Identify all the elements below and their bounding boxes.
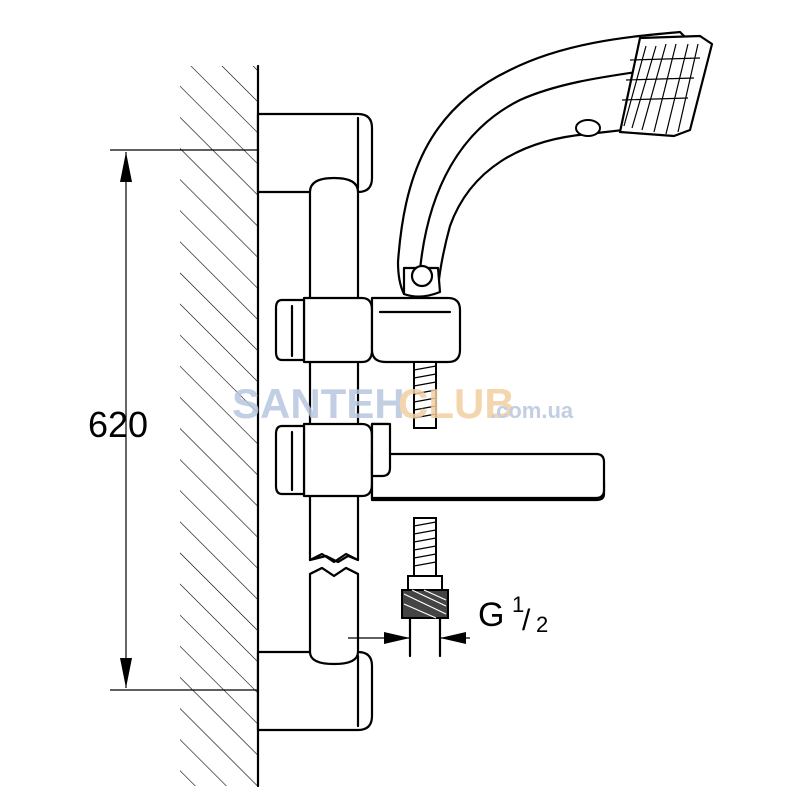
- height-dimension: 620: [88, 149, 290, 691]
- thread-numerator: 1: [512, 592, 524, 617]
- watermark-part2: CLUB: [398, 380, 515, 427]
- wall-hatching: [180, 64, 260, 788]
- hand-shower: [396, 30, 714, 298]
- thread-denominator: 2: [536, 612, 548, 637]
- thread-dimension: G 1 / 2: [348, 592, 548, 644]
- bottom-wall-bracket: [256, 650, 374, 732]
- watermark-part3: .com.ua: [490, 398, 574, 423]
- shower-hose-upper: [413, 361, 437, 429]
- thread-prefix: G: [478, 596, 504, 634]
- thread-slash: /: [522, 604, 531, 637]
- svg-text:G: G: [478, 596, 504, 634]
- upper-slider: [274, 296, 462, 364]
- top-wall-bracket: [256, 112, 374, 194]
- watermark: SANTEH CLUB .com.ua: [232, 380, 574, 427]
- lower-slider-with-soap-dish: [274, 422, 606, 502]
- shower-hose-lower: [401, 517, 449, 658]
- dimension-620-label: 620: [88, 404, 148, 445]
- watermark-part1: SANTEH: [232, 380, 405, 427]
